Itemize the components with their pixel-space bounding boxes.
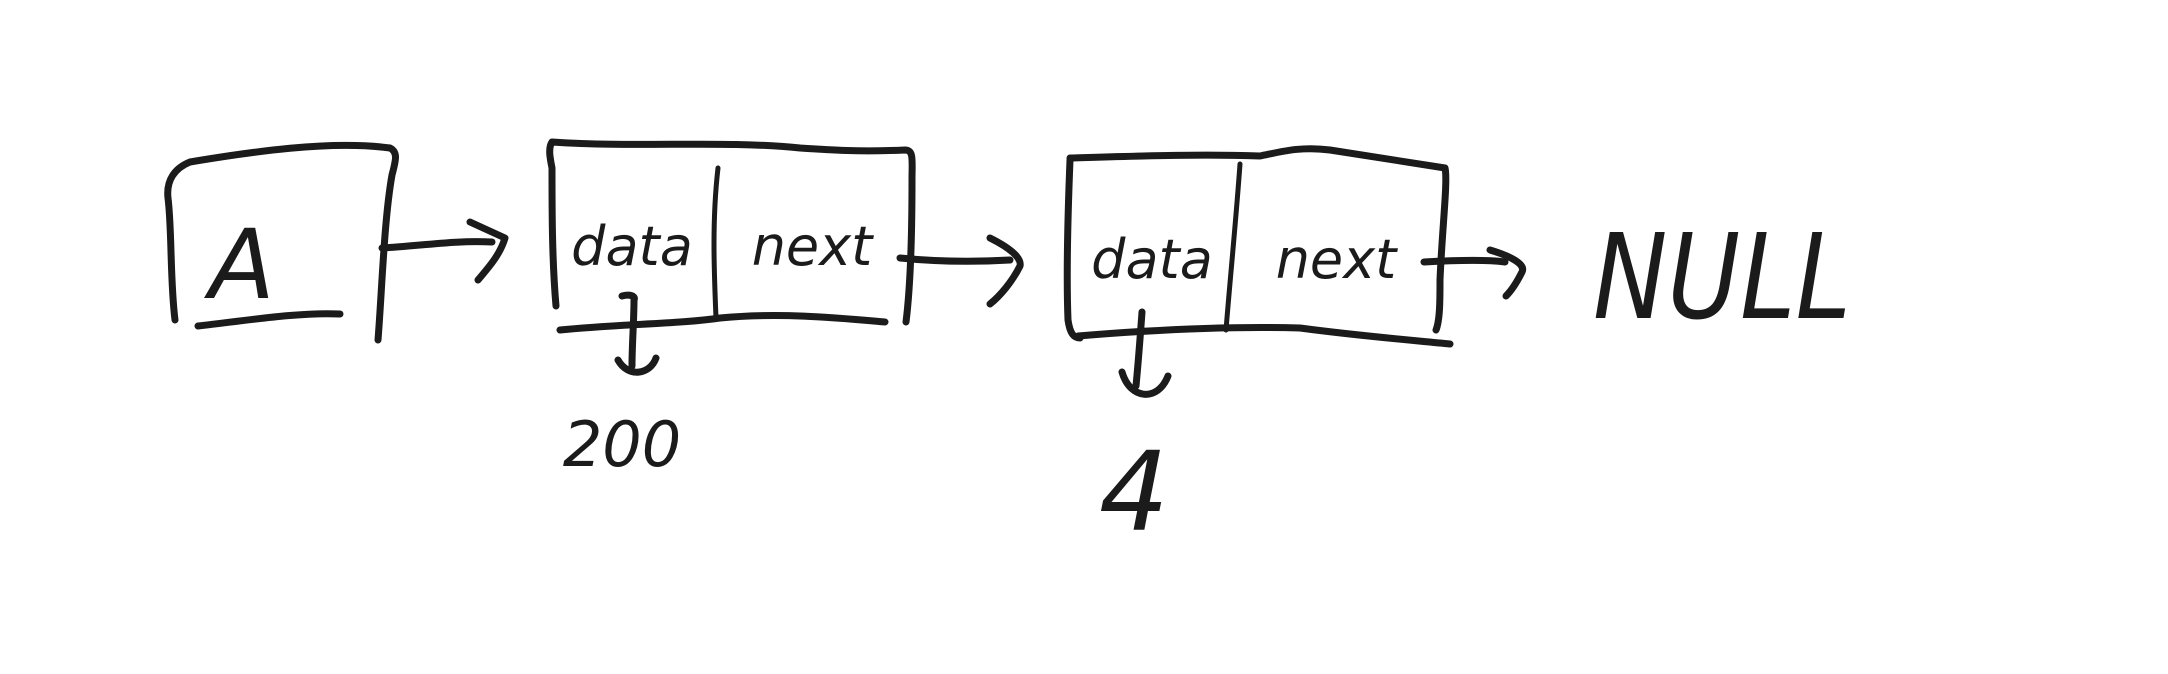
pointer-box-a: A bbox=[164, 141, 399, 344]
node-2-next-label: next bbox=[1276, 228, 1398, 291]
pointer-label: A bbox=[203, 209, 275, 321]
node-2-value-arrow bbox=[1118, 308, 1172, 398]
arrow-node2-to-null bbox=[1420, 246, 1527, 300]
null-terminal: NULL bbox=[1593, 208, 1851, 346]
node-2-data-label: data bbox=[1091, 228, 1213, 291]
node-1-data-label: data bbox=[571, 215, 693, 278]
node-1-divider bbox=[711, 165, 721, 321]
node-1: data next bbox=[546, 138, 916, 334]
arrow-a-to-node1 bbox=[378, 218, 509, 284]
arrow-node1-to-node2 bbox=[896, 234, 1024, 308]
node-2-value: 4 bbox=[1099, 428, 1169, 556]
node-1-value-arrow bbox=[614, 291, 660, 376]
node-1-next-label: next bbox=[752, 215, 874, 278]
node-2-divider bbox=[1223, 161, 1243, 333]
node-1-value: 200 bbox=[563, 408, 681, 481]
node-2: data next bbox=[1063, 145, 1454, 348]
